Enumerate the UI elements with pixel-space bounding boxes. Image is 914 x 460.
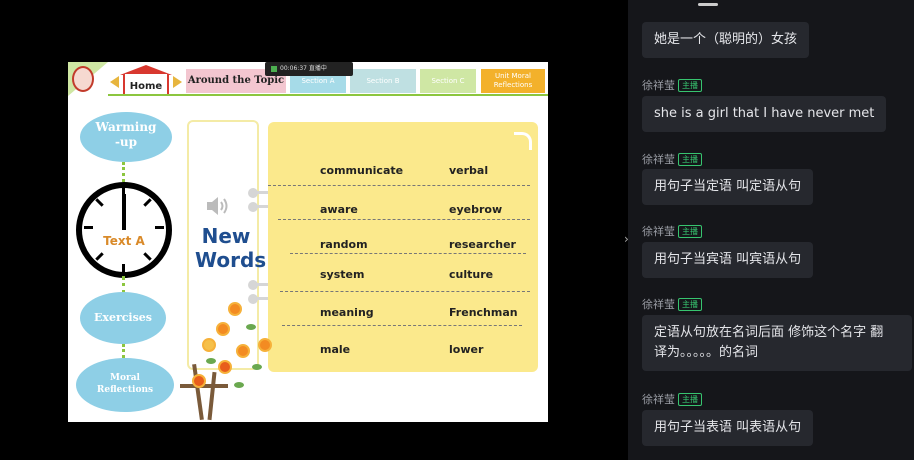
clock-tick [155,226,164,229]
home-label: Home [129,81,163,92]
flower-decoration-icon [176,302,296,421]
exercises-button[interactable]: Exercises [80,292,166,344]
nav-underline [108,94,548,96]
prev-arrow-icon[interactable] [110,76,119,88]
scroll-grip[interactable] [698,3,718,6]
connector-dots [122,276,125,294]
tab-unit-line2: Reflections [493,81,533,89]
chat-message-line2: 译为。。。。。的名词 [654,345,759,360]
warming-up-button[interactable]: Warming -up [80,112,172,162]
divider [268,185,530,186]
host-badge: 主播 [678,153,702,166]
new-words-title: New Words [195,224,267,272]
chat-sender: 徐祥莹主播 [642,220,702,239]
divider [290,253,526,254]
vocab-word: culture [449,268,494,281]
chat-message: 她是一个（聪明的）女孩 [642,22,810,58]
divider [282,325,522,326]
speaker-icon[interactable] [205,194,231,218]
chat-sender: 徐祥莹主播 [642,293,702,312]
vocab-word: eyebrow [449,203,503,216]
host-badge: 主播 [678,79,702,92]
live-label: 直播中 [308,65,327,72]
warming-line1: Warming [95,120,157,134]
clock-label: Text A [103,234,145,248]
moral-reflections-button[interactable]: Moral Reflections [76,358,174,412]
clock-tick [122,264,125,273]
vocabulary-board: communicate verbal aware eyebrow random … [268,122,538,372]
binder-rings-icon [248,278,278,304]
vocab-word: meaning [320,306,374,319]
vocab-word: verbal [449,164,489,177]
divider [278,219,530,220]
chat-message: 用句子当表语 叫表语从句 [642,410,814,446]
clock-tick [95,198,104,207]
collapse-panel-icon[interactable]: › [624,232,629,246]
signal-icon [271,65,277,72]
live-status-bar: 00:06:37 直播中 [265,62,353,76]
vocab-word: aware [320,203,358,216]
vocab-word: lower [449,343,484,356]
sender-name: 徐祥莹 [642,298,675,311]
text-a-clock-button[interactable]: Text A [76,182,172,278]
home-icon [120,65,172,75]
tab-section-c[interactable]: Section C [420,69,476,93]
next-arrow-icon[interactable] [173,76,182,88]
sender-name: 徐祥莹 [642,79,675,92]
moral-line1: Moral [110,373,140,383]
divider [280,291,530,292]
live-time: 00:06:37 [280,65,307,72]
vocab-word: researcher [449,238,516,251]
chat-message: 用句子当宾语 叫宾语从句 [642,242,814,278]
host-badge: 主播 [678,298,702,311]
vocab-word: system [320,268,365,281]
binder-rings-icon [248,186,278,212]
home-button[interactable]: Home [120,65,172,97]
new-words-line1: New [201,224,251,248]
clock-tick [95,252,104,261]
school-logo-icon [72,66,94,92]
vocab-word: Frenchman [449,306,518,319]
connector-dots [122,162,125,182]
clock-tick [84,226,93,229]
chat-sender: 徐祥莹主播 [642,74,702,93]
chat-panel: 她是一个（聪明的）女孩 徐祥莹主播 she is a girl that I h… [628,0,914,460]
chat-message-line1: 定语从句放在名词后面 修饰这个名字 翻 [654,325,884,340]
chat-sender: 徐祥莹主播 [642,148,702,167]
chat-message: 用句子当定语 叫定语从句 [642,169,814,205]
vocab-word: male [320,343,351,356]
warming-line2: -up [114,135,138,149]
chat-message: 定语从句放在名词后面 修饰这个名字 翻 译为。。。。。的名词 [642,315,912,371]
tab-section-b[interactable]: Section B [350,69,416,93]
clock-tick [143,252,152,261]
chat-message: she is a girl that I have never met [642,96,887,132]
host-badge: 主播 [678,393,702,406]
sender-name: 徐祥莹 [642,393,675,406]
new-words-line2: Words [195,248,267,272]
sender-name: 徐祥莹 [642,225,675,238]
clock-tick [122,187,125,196]
tab-unit-moral-reflections[interactable]: Unit Moral Reflections [481,69,545,93]
sender-name: 徐祥莹 [642,153,675,166]
slide: Home Around the Topic Section A Section … [68,62,548,422]
clock-hand-icon [122,194,126,230]
connector-dots [122,344,125,358]
vocab-word: communicate [320,164,404,177]
chat-sender: 徐祥莹主播 [642,388,702,407]
host-badge: 主播 [678,225,702,238]
page-curl-icon [514,132,532,150]
moral-line2: Reflections [96,385,154,395]
clock-tick [143,198,152,207]
tab-unit-line1: Unit Moral [495,72,531,80]
vocab-word: random [320,238,368,251]
